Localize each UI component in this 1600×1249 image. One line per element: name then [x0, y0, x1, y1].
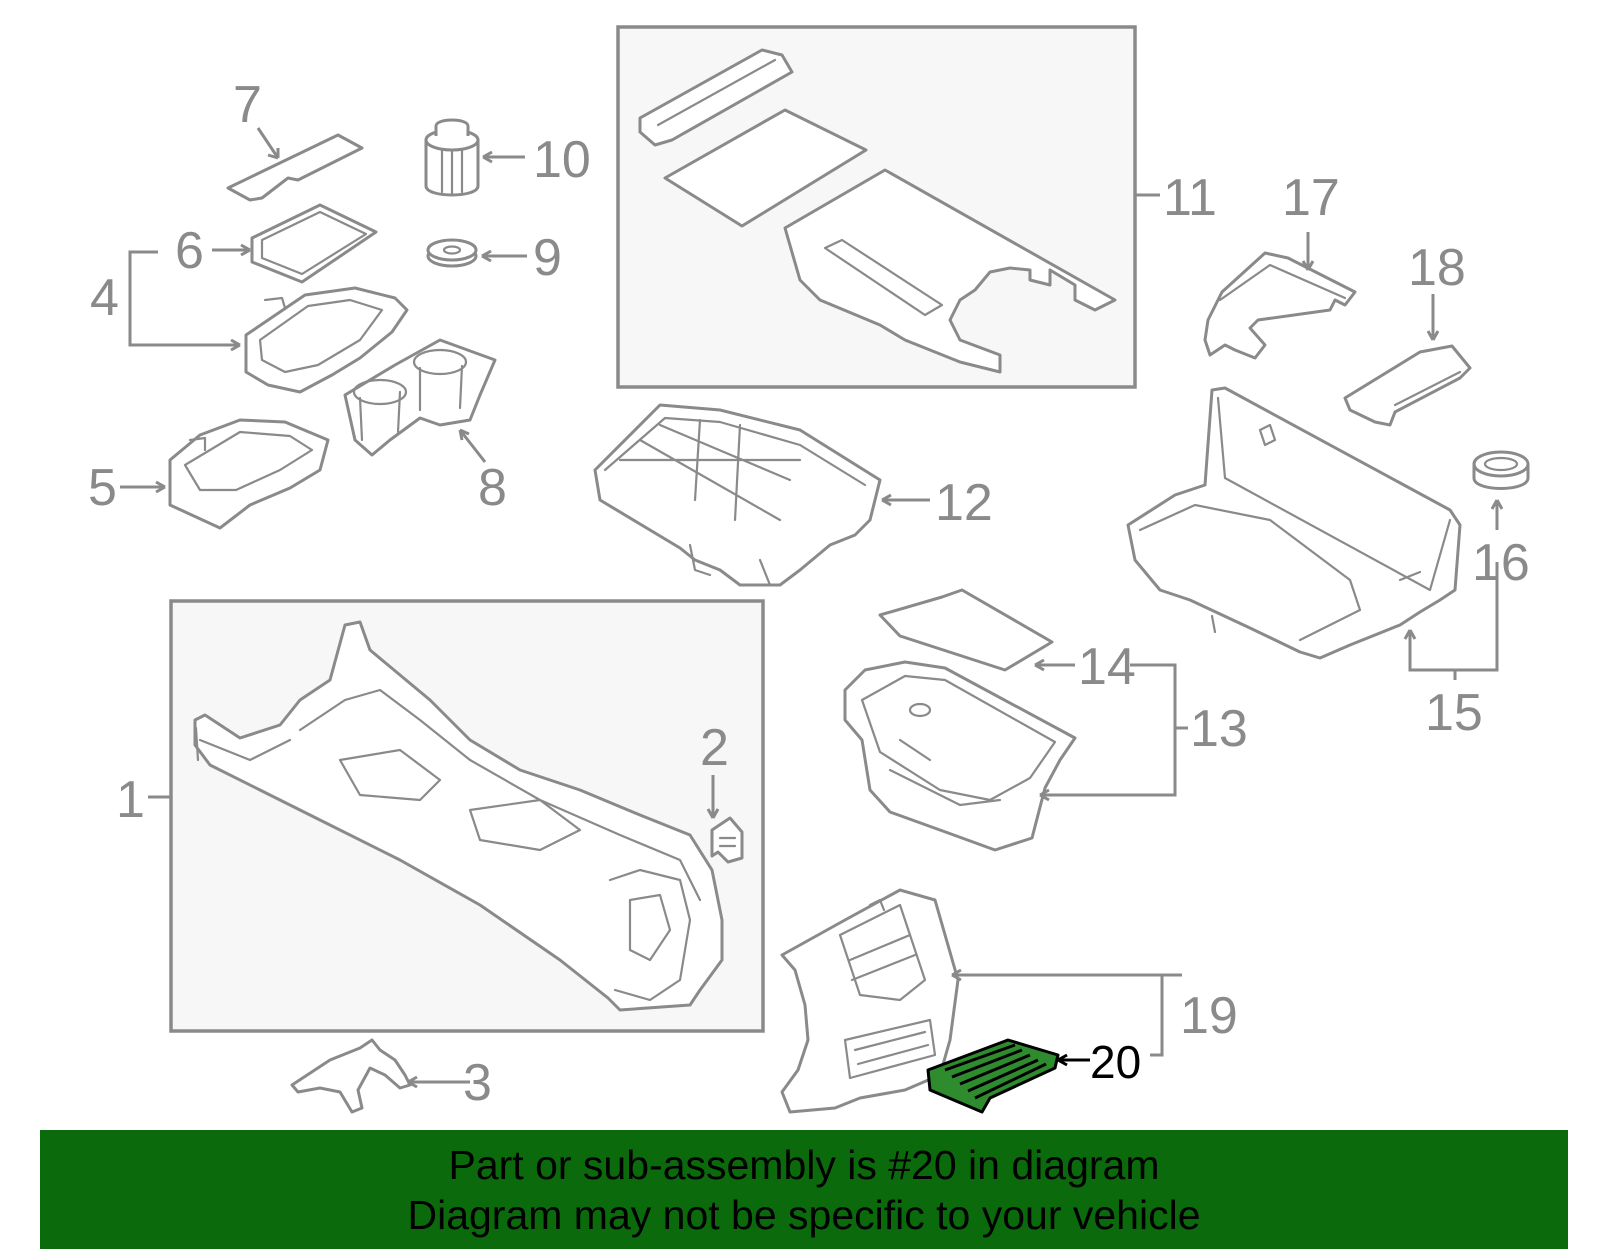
part-6[interactable]: [250, 203, 378, 284]
part-8[interactable]: [343, 338, 497, 457]
callout-1[interactable]: 1: [116, 771, 145, 829]
part-3[interactable]: [290, 1038, 412, 1114]
callout-18[interactable]: 18: [1408, 239, 1466, 297]
callout-4[interactable]: 4: [90, 269, 119, 327]
callout-17[interactable]: 17: [1282, 169, 1340, 227]
callout-7[interactable]: 7: [233, 76, 262, 134]
part-12[interactable]: [593, 403, 882, 587]
callout-5[interactable]: 5: [88, 459, 117, 517]
banner-line-disclaimer: Diagram may not be specific to your vehi…: [407, 1192, 1201, 1238]
callout-3[interactable]: 3: [463, 1054, 492, 1112]
part-11[interactable]: [638, 48, 1117, 374]
info-banner: Part or sub-assembly is #20 in diagram D…: [40, 1130, 1568, 1249]
callout-13[interactable]: 13: [1190, 700, 1248, 758]
leader-lines: [120, 127, 1504, 1089]
callout-9[interactable]: 9: [533, 229, 562, 287]
part-1[interactable]: [193, 620, 724, 1012]
part-4[interactable]: [244, 286, 409, 394]
part-10[interactable]: [424, 118, 480, 197]
part-20[interactable]: [926, 1038, 1060, 1114]
callout-14[interactable]: 14: [1078, 638, 1136, 696]
part-5[interactable]: [168, 418, 330, 530]
part-9[interactable]: [426, 238, 478, 268]
callout-2[interactable]: 2: [700, 719, 729, 777]
callout-6[interactable]: 6: [175, 222, 204, 280]
part-2[interactable]: [710, 816, 744, 864]
part-15[interactable]: [1126, 386, 1462, 660]
part-18[interactable]: [1343, 344, 1472, 427]
callout-19[interactable]: 19: [1180, 987, 1238, 1045]
part-16[interactable]: [1472, 450, 1530, 490]
callout-8[interactable]: 8: [478, 459, 507, 517]
part-7[interactable]: [226, 133, 364, 202]
part-17[interactable]: [1203, 251, 1357, 360]
part-14[interactable]: [878, 588, 1054, 672]
callout-15[interactable]: 15: [1425, 684, 1483, 742]
callout-12[interactable]: 12: [935, 474, 993, 532]
callout-16[interactable]: 16: [1472, 534, 1530, 592]
part-13[interactable]: [843, 660, 1077, 852]
callout-20[interactable]: 20: [1090, 1036, 1141, 1088]
callout-labels: 7 6 4 5 10 9 8 11 12 14 13 17 18 16 15 2…: [88, 76, 1530, 1112]
callout-10[interactable]: 10: [533, 131, 591, 189]
callout-11[interactable]: 11: [1163, 169, 1217, 227]
part-19[interactable]: [780, 888, 960, 1114]
banner-line-part: Part or sub-assembly is #20 in diagram: [448, 1142, 1160, 1188]
